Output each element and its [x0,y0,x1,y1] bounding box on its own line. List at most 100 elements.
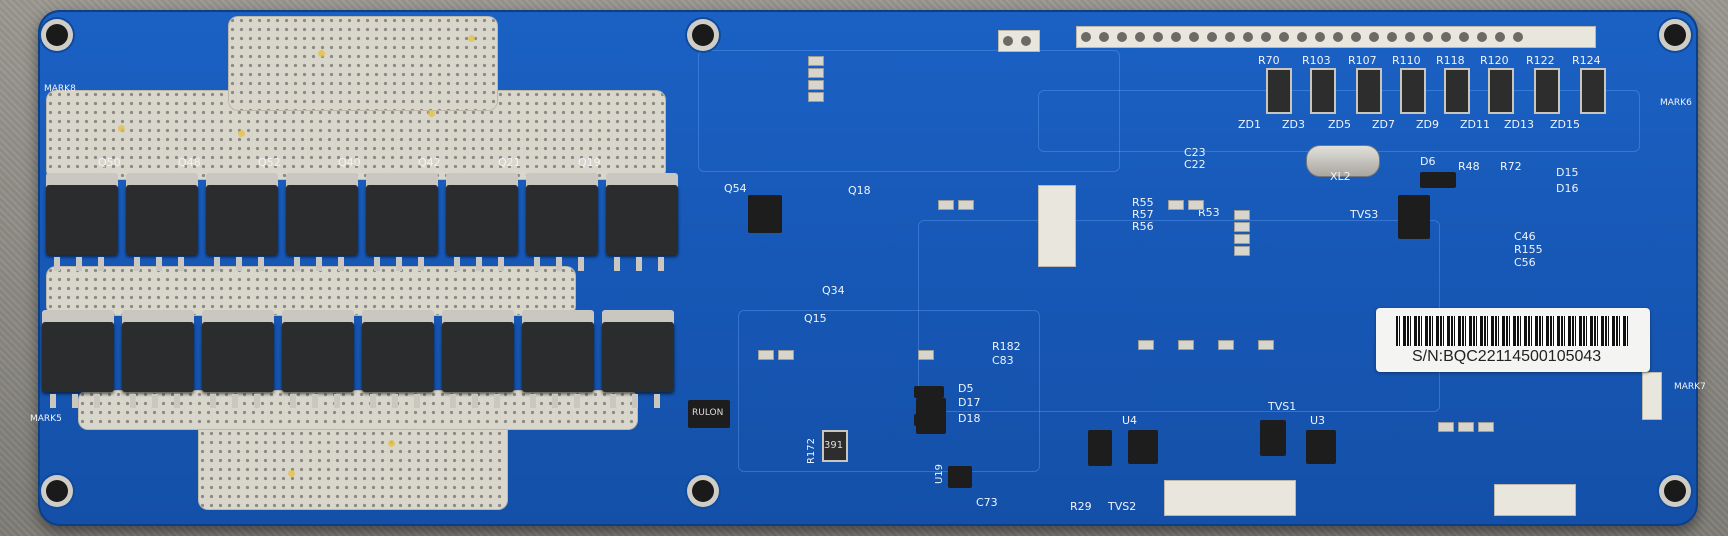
smd-component [1234,246,1250,256]
diode-label: D17 [958,396,981,409]
mounting-hole [46,480,68,502]
capacitor-label: C46 [1514,230,1536,243]
tvs-diode [1088,430,1112,466]
resistor-label: R70 [1258,54,1280,67]
smd-component [808,92,824,102]
diode-label: D16 [1556,182,1579,195]
mounting-hole [692,480,714,502]
pin-header [998,30,1040,52]
mounting-hole [46,24,68,46]
zener-diode [1534,68,1560,114]
smd-component [1478,422,1494,432]
mounting-hole [692,24,714,46]
resistor-label: R107 [1348,54,1377,67]
chip-marking: 391 [824,440,844,451]
mounting-hole [1664,480,1686,502]
mosfet [282,322,354,408]
resistor-label: R29 [1070,500,1092,513]
resistor-label: R120 [1480,54,1509,67]
resistor-label: R155 [1514,243,1543,256]
zener-label: ZD5 [1328,118,1352,131]
tvs-diode [1260,420,1286,456]
resistor-label: R172 [806,438,817,465]
zener-label: ZD15 [1550,118,1581,131]
smd-component [808,56,824,66]
solder-spot [288,470,295,477]
smd-component [808,80,824,90]
transistor-label: Q54 [724,182,747,195]
smd-component [778,350,794,360]
mark-label: MARK7 [1674,382,1706,392]
solder-spot [468,35,475,42]
zener-diode [1488,68,1514,114]
mark-label: MARK5 [30,414,62,424]
ic-chip [1128,430,1158,464]
resistor-label: R118 [1436,54,1465,67]
tvs-label: TVS3 [1350,208,1379,221]
ic-label: U4 [1122,414,1138,427]
mosfet [602,322,674,408]
zener-label: ZD9 [1416,118,1440,131]
ic-chip [948,466,972,488]
resistor-label: R56 [1132,220,1154,233]
zener-label: ZD11 [1460,118,1491,131]
zener-diode [1356,68,1382,114]
barcode [1396,316,1628,346]
tvs-diode [1398,195,1430,239]
smd-component [1234,234,1250,244]
diode-label: D15 [1556,166,1579,179]
resistor-label: R72 [1500,160,1522,173]
resistor-label: R122 [1526,54,1555,67]
zener-label: ZD13 [1504,118,1535,131]
resistor-label: R57 [1132,208,1154,221]
smd-component [1438,422,1454,432]
mosfet [122,322,194,408]
solder-spot [388,440,395,447]
mounting-hole [1664,24,1686,46]
mosfet [362,322,434,408]
ic-chip [1306,430,1336,464]
smd-component [918,350,934,360]
mosfet-label: Q50 [98,156,121,169]
smd-component [938,200,954,210]
smd-component [1234,210,1250,220]
zener-label: ZD3 [1282,118,1306,131]
resistor-label: R124 [1572,54,1601,67]
smd-component [1138,340,1154,350]
capacitor-label: C56 [1514,256,1536,269]
zener-diode [1444,68,1470,114]
smd-component [1234,222,1250,232]
mosfet [42,322,114,408]
mosfet-label: Q52 [258,156,281,169]
mosfet-label: Q48 [178,156,201,169]
mark-label: MARK6 [1660,98,1692,108]
pin-header [1642,372,1662,420]
solder-spot [318,50,325,57]
zener-label: ZD7 [1372,118,1396,131]
mosfet [202,322,274,408]
diode [1420,172,1456,188]
diode-marking: RULON [692,408,724,418]
resistor-label: R103 [1302,54,1331,67]
diode-label: D6 [1420,155,1436,168]
pin-header [1164,480,1296,516]
resistor-label: R48 [1458,160,1480,173]
power-pad-bottom [198,420,508,510]
mosfet [46,185,118,271]
resistor-label: R182 [992,340,1021,353]
chip-resistor [822,430,848,462]
smd-component [958,200,974,210]
capacitor-label: C23 [1184,146,1206,159]
transistor-label: Q18 [848,184,871,197]
mosfet-label: Q21 [498,156,521,169]
mosfet [606,185,678,271]
smd-component [1458,422,1474,432]
zener-diode [1310,68,1336,114]
crystal-label: XL2 [1330,170,1351,183]
smd-component [1168,200,1184,210]
smd-component [1188,200,1204,210]
mosfet-label: Q42 [418,156,441,169]
diode-label: D5 [958,382,974,395]
zener-diode [1400,68,1426,114]
tvs-label: TVS1 [1268,400,1297,413]
